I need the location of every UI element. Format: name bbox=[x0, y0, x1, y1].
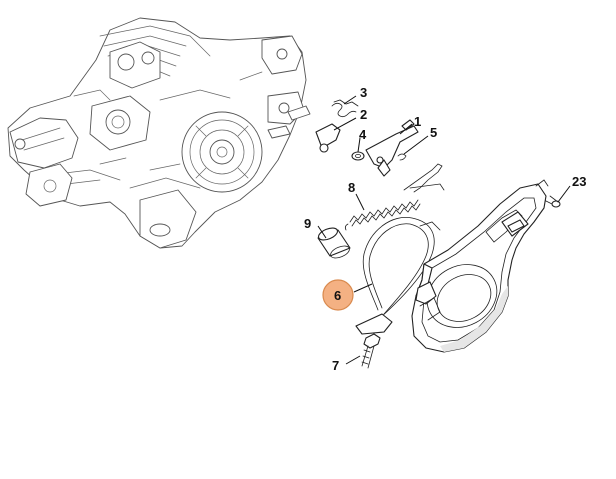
leader-6 bbox=[353, 283, 373, 293]
callout-7: 7 bbox=[332, 358, 339, 373]
callout-8: 8 bbox=[348, 180, 355, 195]
leader-8 bbox=[355, 193, 365, 211]
part-9-sleeve bbox=[317, 227, 351, 259]
part-1-lever bbox=[365, 119, 419, 177]
callout-labels: 3 2 1 4 5 8 23 9 6 7 bbox=[304, 85, 586, 373]
leader-lines bbox=[317, 95, 571, 365]
callout-1: 1 bbox=[414, 114, 421, 129]
leader-9 bbox=[317, 225, 327, 239]
callout-23: 23 bbox=[572, 174, 586, 189]
callout-5: 5 bbox=[430, 125, 437, 140]
leader-7 bbox=[345, 355, 361, 365]
part-5-clip bbox=[397, 153, 407, 161]
part-8-spring bbox=[344, 163, 445, 231]
leader-2 bbox=[333, 117, 357, 131]
leader-4 bbox=[357, 137, 361, 153]
part-23-screw bbox=[543, 195, 561, 208]
sprocket-cover bbox=[411, 179, 549, 353]
callout-6: 6 bbox=[334, 288, 341, 303]
callout-6-highlight bbox=[322, 279, 354, 311]
engine-assembly bbox=[7, 17, 311, 249]
part-3-spring bbox=[331, 99, 359, 118]
part-7-screw bbox=[361, 333, 381, 369]
part-4-clip bbox=[351, 151, 365, 161]
leader-3 bbox=[343, 95, 357, 105]
callout-4: 4 bbox=[359, 127, 367, 142]
callout-3: 3 bbox=[360, 85, 367, 100]
leader-5 bbox=[403, 135, 429, 155]
leader-1 bbox=[399, 123, 413, 135]
part-6-brake-band bbox=[355, 216, 441, 335]
callout-9: 9 bbox=[304, 216, 311, 231]
leader-23 bbox=[557, 185, 571, 203]
callout-2: 2 bbox=[360, 107, 367, 122]
